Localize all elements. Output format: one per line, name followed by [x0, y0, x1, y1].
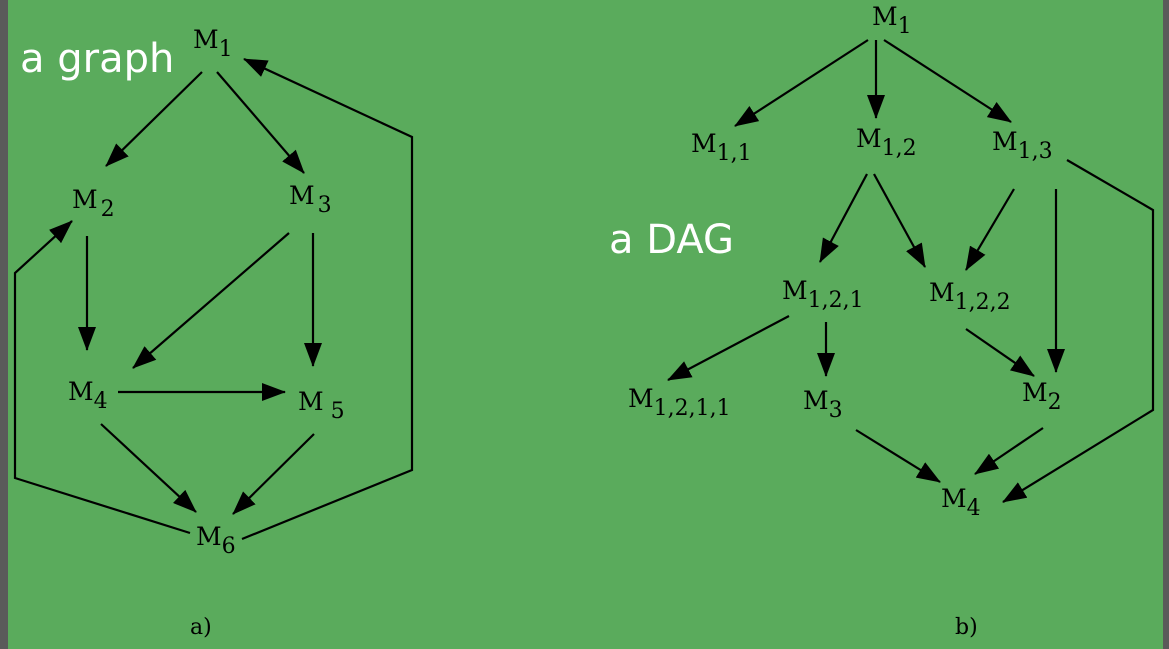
graph-node-m6: M6 — [196, 522, 236, 559]
dag-caption: b) — [955, 615, 978, 640]
graph-node-m1: M1 — [193, 25, 233, 62]
dag-node-m1-2-2: M1,2,2 — [929, 278, 1011, 315]
dag-node-m1: M1 — [872, 2, 912, 39]
dag-edge-m1-2-2-m2 — [965, 328, 1035, 377]
graph-edge-m6-m1 — [241, 58, 414, 541]
dag-node-m2: M2 — [1022, 378, 1062, 415]
dag-edge-m2-m4 — [974, 427, 1044, 475]
dag-edge-m1-m1-1 — [734, 39, 869, 127]
dag-edge-m1-3-m1-2-2 — [965, 188, 1015, 271]
dag-edge-m1-2-m1-2-2 — [873, 173, 926, 268]
dag-node-m1-3: M1,3 — [992, 127, 1053, 164]
graph-edge-m1-m3 — [216, 71, 305, 174]
dag-title: a DAG — [609, 217, 734, 263]
dag-node-m1-2-1: M1,2,1 — [782, 276, 864, 313]
graph-edge-m4-m6 — [100, 423, 197, 513]
graph-caption: a) — [190, 615, 212, 640]
dag-edge-m1-m1-3 — [883, 39, 1012, 123]
dag-node-m1-1: M1,1 — [691, 129, 752, 166]
dag-node-m1-2: M1,2 — [856, 124, 917, 161]
diagram-background — [8, 0, 1163, 649]
dag-panel: a DAG M1 M1,1 M1,2 M1,3 M1,2,1 M — [609, 2, 1155, 640]
dag-edge-m1-3-m4 — [1002, 159, 1155, 503]
dag-node-m3: M3 — [803, 386, 843, 423]
graph-edge-m3-m4 — [132, 232, 290, 369]
graph-edge-m5-m6 — [232, 433, 315, 515]
dag-edge-m3-m4 — [855, 429, 941, 483]
dag-edge-m1-2-1-m1-2-1-1 — [667, 315, 790, 381]
dag-edge-m1-2-m1-2-1 — [819, 173, 868, 263]
graph-edge-m1-m2 — [105, 71, 203, 167]
graph-node-m4: M4 — [68, 377, 108, 414]
graph-edge-m6-m2 — [13, 220, 191, 535]
dag-node-m4: M4 — [941, 484, 981, 521]
dag-node-m1-2-1-1: M1,2,1,1 — [628, 384, 731, 421]
graph-title: a graph — [20, 36, 174, 82]
